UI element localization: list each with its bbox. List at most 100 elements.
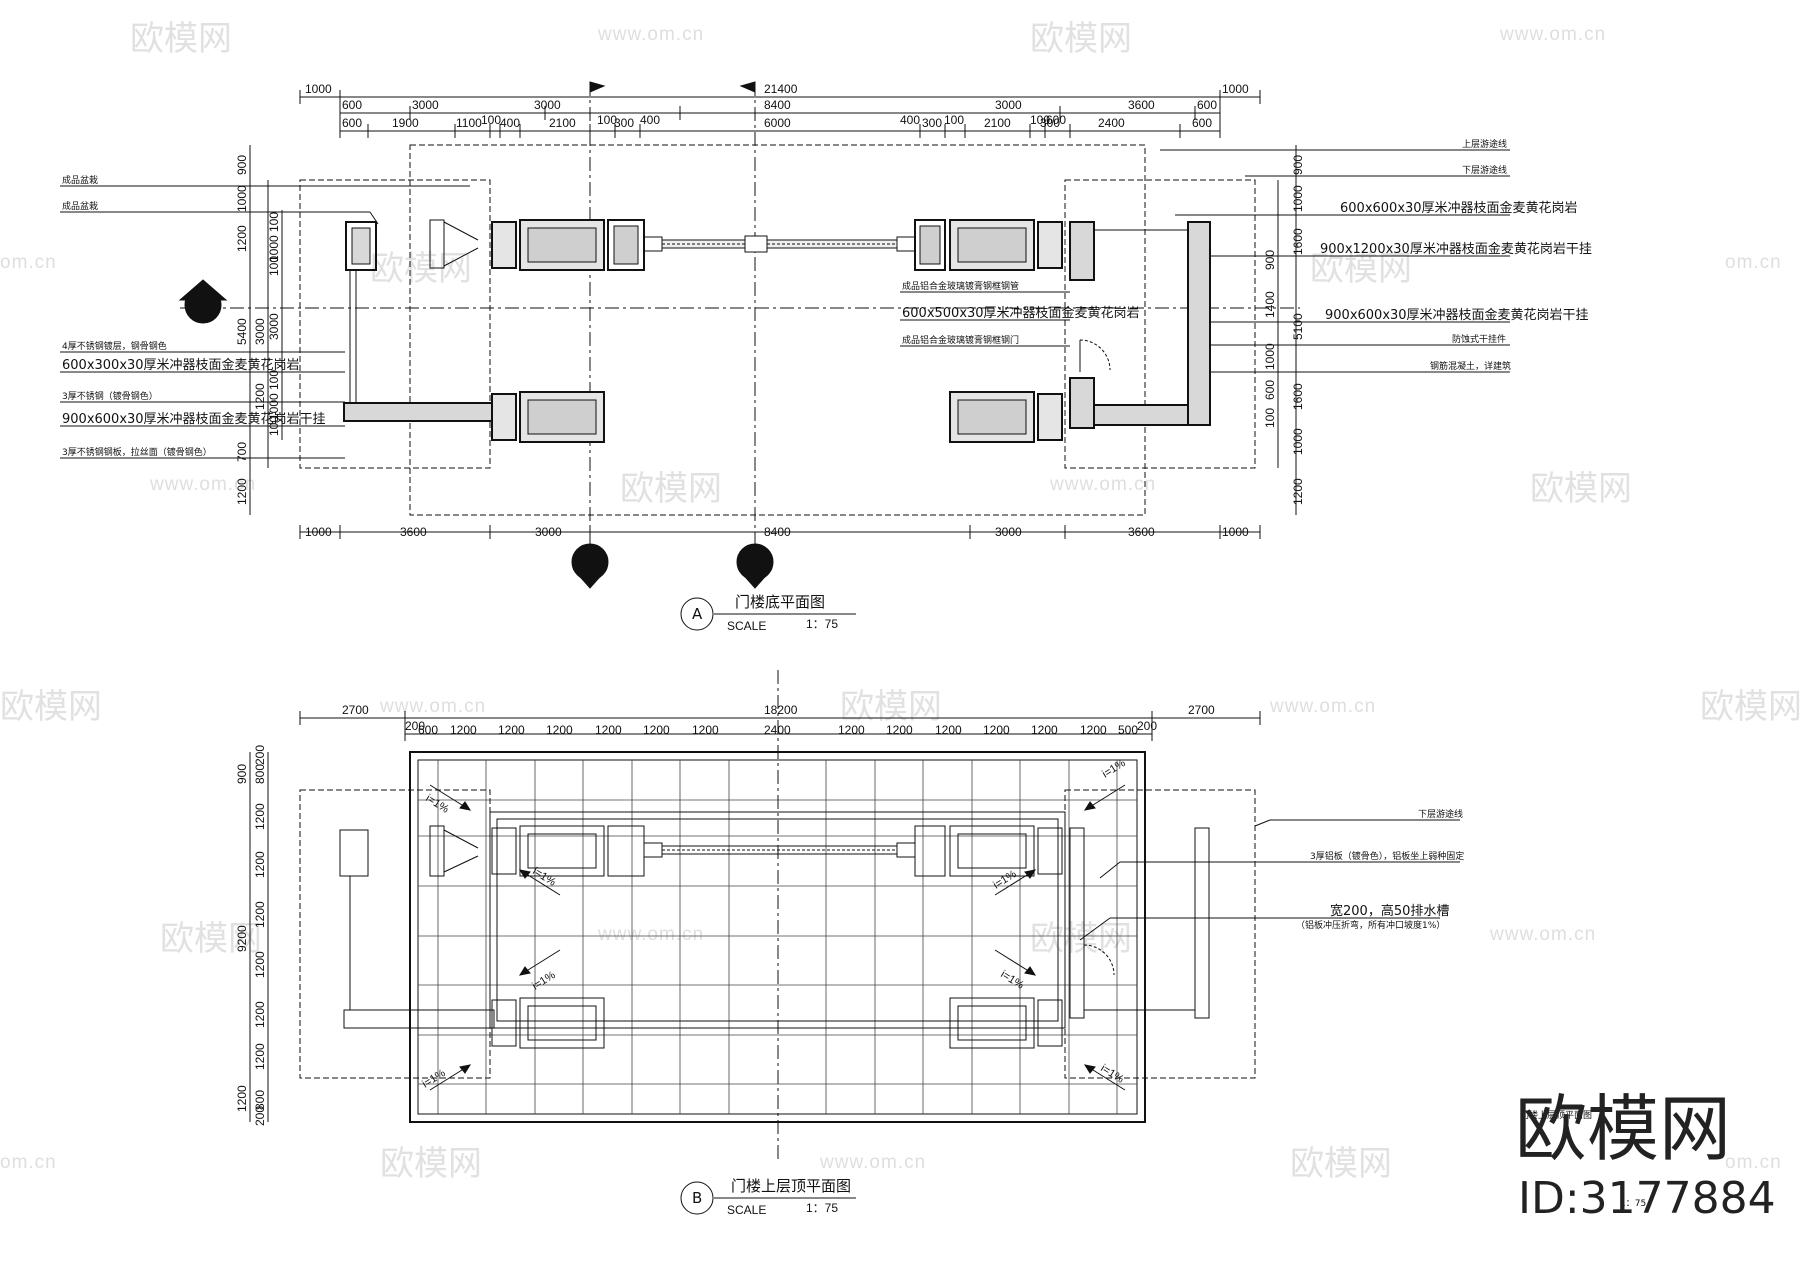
scale-value: 1：75 — [806, 1201, 838, 1215]
dim-label: 1000 — [267, 393, 281, 420]
dim-label: 3000 — [535, 525, 562, 539]
dim-label: 1200 — [450, 723, 477, 737]
watermark-url: www.om.cn — [379, 696, 486, 717]
dim-label: 600 — [418, 723, 438, 737]
dim-label: 100 — [944, 113, 964, 127]
dim-label: 1000 — [1291, 428, 1305, 455]
dim-label: 400 — [500, 116, 520, 130]
callout-note: 600x300x30厚米冲器枝面金麦黄花岗岩 — [62, 357, 300, 373]
dim-label: 1100 — [456, 116, 482, 130]
dim-label: 1000 — [305, 525, 332, 539]
dim-label: 3000 — [253, 318, 267, 345]
dim-label: 2700 — [342, 703, 369, 717]
dim-label: 1200 — [253, 1001, 267, 1028]
dim-label: 21400 — [764, 82, 798, 96]
corner-scale: 1：75 — [1620, 1199, 1646, 1209]
callout-note: 3厚不锈钢（镀骨钢色） — [62, 390, 158, 402]
callout-note: 成品盆栽 — [62, 200, 98, 212]
dim-label: 700 — [235, 442, 249, 462]
callout-note: 成品铝合金玻璃镀膏钢框钢管 — [902, 280, 1019, 292]
dim-label: 3000 — [534, 98, 561, 112]
dim-label: 900 — [235, 764, 249, 784]
watermark-url: www.om.cn — [1499, 24, 1606, 45]
dim-label: 900 — [235, 155, 249, 175]
dim-label: 900 — [1291, 155, 1305, 175]
callout-note: 600x600x30厚米冲器枝面金麦黄花岗岩 — [1340, 200, 1578, 216]
dim-label: 1600 — [1291, 228, 1305, 255]
callout-note: 下层游途线 — [1418, 808, 1463, 820]
callout-note: 3厚铝板（镀骨色），铝板坐上弱种固定 — [1310, 850, 1464, 862]
dim-label: 1200 — [595, 723, 622, 737]
watermark-url: www.om.cn — [597, 924, 704, 945]
dim-label: 1200 — [643, 723, 670, 737]
watermark-brand: 欧模网 — [620, 469, 722, 509]
dim-label: 200 — [1137, 719, 1157, 733]
dim-label: 1000 — [1222, 82, 1249, 96]
dim-label: 3000 — [995, 525, 1022, 539]
drawing-marker: B — [692, 1189, 702, 1207]
callout-note: 600x500x30厚米冲器枝面金麦黄花岗岩 — [902, 305, 1140, 321]
dim-label: 100 — [1263, 408, 1277, 428]
callout-note: 900x600x30厚米冲器枝面金麦黄花岗岩干挂 — [1325, 307, 1589, 323]
plan-a-stone-piers-right — [914, 219, 1063, 443]
scale-value: 1：75 — [806, 617, 838, 631]
drawing-marker: A — [692, 605, 703, 623]
watermark-url: www.om.cn — [597, 24, 704, 45]
plan-a-mid-leaders — [900, 291, 1070, 347]
dim-label: 1200 — [1031, 723, 1058, 737]
dim-label: 100 — [267, 212, 281, 232]
callout-note: 宽200，高50排水槽 — [1330, 903, 1449, 919]
watermark-url: www.om.cn — [1049, 474, 1156, 495]
dim-label: 600 — [1263, 380, 1277, 400]
scale-label: SCALE — [727, 619, 766, 633]
slope-label: i=1% — [1100, 757, 1128, 780]
dim-label: 18200 — [764, 703, 798, 717]
watermark-url: www.om.cn — [1269, 696, 1376, 717]
drawing-title: 门楼上层顶平面图 — [731, 1177, 851, 1195]
dim-label: 800 — [253, 764, 267, 784]
logo-id: ID:3177884 — [1518, 1173, 1776, 1224]
dim-label: 1200 — [253, 951, 267, 978]
plan-a-gate-track — [643, 235, 916, 253]
watermark-url: om.cn — [1725, 252, 1782, 273]
callout-note: 4厚不锈钢镀层，钢骨钢色 — [62, 340, 167, 352]
dim-label: 1600 — [1291, 383, 1305, 410]
plan-b-slope-arrows — [429, 784, 1126, 1091]
dim-label: 1000 — [305, 82, 332, 96]
slope-label: i=1% — [991, 868, 1019, 891]
plan-a-right-leaders — [1160, 149, 1510, 373]
dim-label: 1200 — [235, 225, 249, 252]
dim-label: 1000 — [1263, 343, 1277, 370]
callout-note: 钢筋混凝土，详建筑 — [1430, 360, 1511, 372]
dim-label: 1200 — [253, 851, 267, 878]
dim-label: 3600 — [400, 525, 427, 539]
plan-a-right-dimensions: 900 1000 1600 5100 1600 1000 1200 900 14… — [1263, 155, 1305, 505]
plan-b: 2700 18200 2700 200 600 1200 1200 1200 1… — [235, 670, 1646, 1217]
dim-label: 5400 — [235, 318, 249, 345]
dim-label: 3600 — [1128, 98, 1155, 112]
watermark-url: om.cn — [0, 252, 57, 273]
plan-b-slope-labels: i=1% i=1% i=1% i=1% i=1% i=1% i=1% i=1% — [420, 757, 1128, 1090]
dim-label: 9200 — [235, 925, 249, 952]
dim-label: 1200 — [886, 723, 913, 737]
dim-label: 6000 — [764, 116, 791, 130]
watermark-url: www.om.cn — [1489, 924, 1596, 945]
dim-label: 300 — [922, 116, 942, 130]
dim-label: 1200 — [1080, 723, 1107, 737]
watermark-url: om.cn — [0, 1152, 57, 1173]
plan-a-left-leaders — [60, 185, 470, 459]
dim-label: 400 — [900, 113, 920, 127]
dim-label: 1200 — [1291, 478, 1305, 505]
dim-label: 8400 — [764, 98, 791, 112]
dim-label: 1200 — [498, 723, 525, 737]
dim-label: 1200 — [838, 723, 865, 737]
dim-label: 3600 — [1128, 525, 1155, 539]
dim-label: 600 — [342, 116, 362, 130]
dim-label: 300 — [1040, 116, 1060, 130]
plan-a-axis-lines — [180, 82, 1300, 555]
drawing-title: 门楼底平面图 — [735, 593, 825, 611]
dim-label: 1200 — [983, 723, 1010, 737]
dim-label: 100 — [597, 113, 617, 127]
brand-logo: 欧模网 ID:3177884 — [1515, 1087, 1776, 1224]
